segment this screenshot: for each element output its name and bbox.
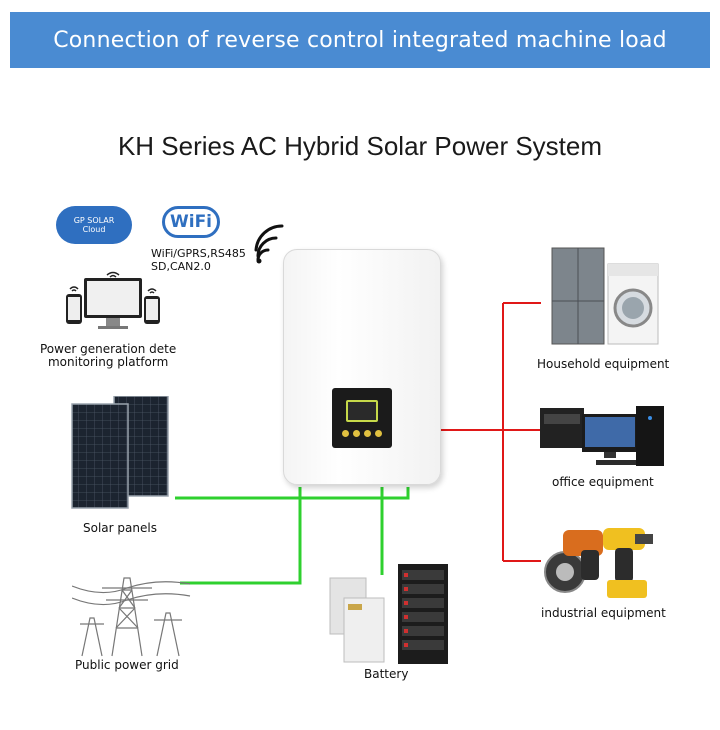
solar-panels-icon [71, 396, 169, 509]
inverter-button [342, 430, 349, 437]
public-grid-label: Public power grid [75, 658, 179, 672]
monitoring-devices-icon [66, 271, 160, 329]
monitoring-label-line2: monitoring platform [47, 355, 169, 369]
comm-protocols: WiFi/GPRS,RS485 SD,CAN2.0 [151, 247, 246, 273]
wireless-signal-icon [254, 224, 284, 264]
ac-lines [441, 302, 541, 562]
grid-line [180, 498, 302, 585]
cloud-badge: GP SOLAR Cloud [56, 206, 132, 244]
battery-label: Battery [364, 667, 409, 681]
inverter-display [346, 400, 378, 422]
inverter-button [353, 430, 360, 437]
inverter-button [375, 430, 382, 437]
cloud-badge-line2: Cloud [82, 225, 106, 234]
comm-protocols-line2: SD,CAN2.0 [151, 260, 211, 273]
household-equipment-icon [551, 247, 659, 345]
solar-panels-label: Solar panels [83, 521, 157, 535]
household-label: Household equipment [537, 357, 670, 371]
monitoring-label-line1: Power generation dete [40, 342, 177, 356]
office-equipment-icon [540, 406, 664, 466]
office-label: office equipment [552, 475, 654, 489]
comm-protocols-line1: WiFi/GPRS,RS485 [151, 247, 246, 260]
battery-icon [329, 564, 448, 664]
solar-line [175, 487, 410, 500]
header-banner: Connection of reverse control integrated… [10, 12, 710, 68]
power-grid-icon [72, 577, 191, 657]
wifi-badge: WiFi [162, 206, 220, 238]
inverter-button [364, 430, 371, 437]
industrial-label: industrial equipment [541, 606, 666, 620]
diagram-title: KH Series AC Hybrid Solar Power System [117, 131, 603, 161]
inverter-control-panel [332, 388, 392, 448]
dc-lines [175, 487, 410, 585]
inverter-buttons [342, 430, 382, 437]
cloud-badge-line1: GP SOLAR [73, 216, 115, 225]
monitoring-platform-label: Power generation dete monitoring platfor… [40, 343, 176, 369]
industrial-equipment-icon [544, 528, 653, 598]
hybrid-inverter [283, 249, 441, 485]
